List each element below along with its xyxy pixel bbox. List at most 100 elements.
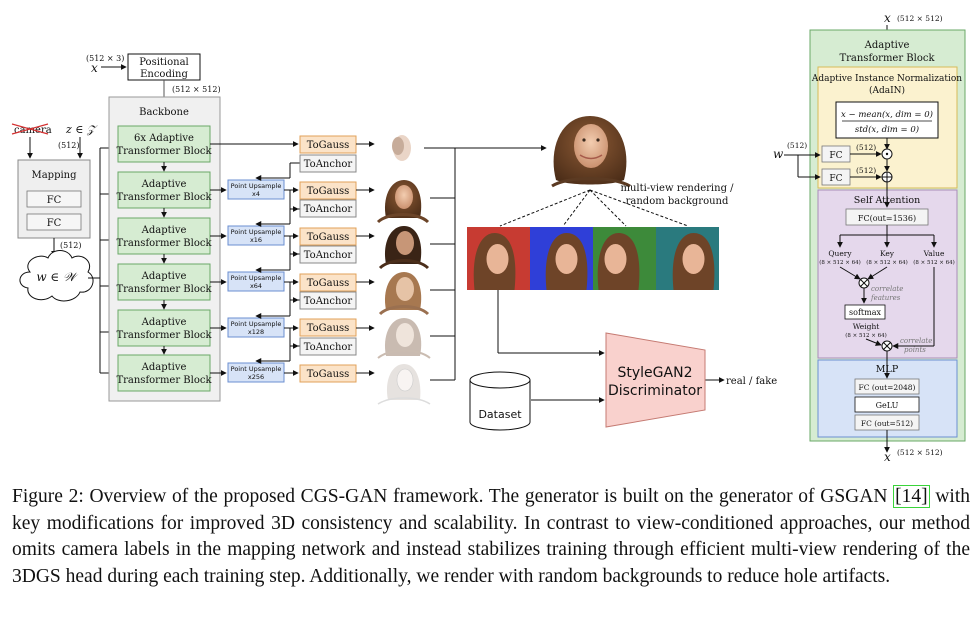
svg-text:x − mean(x, dim = 0): x − mean(x, dim = 0) (841, 109, 933, 120)
svg-text:Transformer Block: Transformer Block (116, 330, 212, 341)
x-dim: (512 × 3) (86, 54, 124, 63)
svg-text:(512): (512) (787, 141, 807, 150)
head-thumb-1 (392, 135, 411, 161)
render-caption-1: multi-view rendering / (620, 183, 734, 194)
head-thumbnails (376, 135, 431, 405)
caption-lead: Figure 2: Overview of the proposed CGS-G… (12, 486, 894, 507)
svg-text:(8 × 512 × 64): (8 × 512 × 64) (845, 332, 887, 339)
anchor-wiring (255, 162, 300, 376)
svg-text:features: features (870, 294, 901, 302)
svg-text:(8 × 512 × 64): (8 × 512 × 64) (866, 259, 908, 266)
head-thumb-3 (378, 226, 430, 270)
head-thumb-2 (376, 180, 430, 224)
point-upsample-column: Point Upsample x4 Point Upsample x16 Poi… (227, 179, 285, 383)
svg-text:(AdaIN): (AdaIN) (869, 85, 905, 96)
svg-text:Adaptive: Adaptive (864, 40, 910, 51)
svg-text:ToGauss: ToGauss (307, 186, 350, 197)
pos-enc-out-dim: (512 × 512) (172, 85, 221, 94)
head-thumb-5 (377, 318, 431, 359)
figure-caption: Figure 2: Overview of the proposed CGS-G… (12, 484, 970, 590)
svg-text:Transformer Block: Transformer Block (116, 375, 212, 386)
input-x: (512 × 3) x (86, 54, 127, 75)
view-render-4 (656, 227, 719, 290)
rendered-head-large (551, 116, 631, 188)
svg-text:correlate: correlate (900, 337, 932, 345)
svg-text:(512): (512) (856, 143, 876, 152)
svg-text:Adaptive: Adaptive (141, 179, 187, 190)
svg-text:std(x, dim = 0): std(x, dim = 0) (855, 124, 919, 135)
svg-text:ToGauss: ToGauss (307, 278, 350, 289)
svg-text:Adaptive: Adaptive (141, 225, 187, 236)
svg-text:Point Upsample: Point Upsample (231, 365, 282, 373)
svg-text:x: x (884, 11, 891, 25)
svg-text:ToAnchor: ToAnchor (304, 342, 353, 353)
mapping-fc-2: FC (47, 218, 62, 229)
render-caption-2: random background (626, 196, 729, 207)
svg-text:FC: FC (829, 151, 842, 161)
svg-text:FC (out=512): FC (out=512) (861, 419, 913, 428)
svg-text:ToAnchor: ToAnchor (304, 204, 353, 215)
to-anchor-label: ToAnchor (304, 159, 353, 170)
view-render-3 (593, 227, 656, 290)
svg-text:Transformer Block: Transformer Block (116, 192, 212, 203)
svg-text:x4: x4 (252, 190, 260, 198)
head-thumb-6 (377, 364, 431, 405)
svg-text:ToGauss: ToGauss (307, 232, 350, 243)
svg-text:Point Upsample: Point Upsample (231, 182, 282, 190)
svg-text:x: x (884, 450, 891, 464)
head-thumb-4 (378, 272, 430, 316)
dataset-cylinder: Dataset (469, 371, 531, 431)
svg-text:(8 × 512 × 64): (8 × 512 × 64) (913, 259, 955, 266)
collect-lines (424, 145, 547, 381)
svg-text:ToAnchor: ToAnchor (304, 250, 353, 261)
backbone: Backbone 6x Adaptive Transformer Block A… (108, 96, 221, 402)
svg-text:Adaptive: Adaptive (141, 271, 187, 282)
block-1-line-2: Transformer Block (116, 146, 212, 157)
framework-diagram: (512 × 3) x Positional Encoding (512 × 5… (11, 11, 966, 464)
svg-text:FC(out=1536): FC(out=1536) (858, 214, 916, 223)
svg-text:Key: Key (880, 249, 895, 258)
svg-text:w: w (773, 147, 784, 161)
svg-text:ToGauss: ToGauss (307, 369, 350, 380)
gauss-to-heads (356, 141, 375, 376)
svg-text:(512): (512) (58, 141, 80, 150)
svg-text:Adaptive: Adaptive (141, 362, 187, 373)
block-1-line-1: 6x Adaptive (134, 133, 194, 144)
svg-text:x128: x128 (248, 328, 264, 336)
svg-text:Encoding: Encoding (140, 69, 188, 80)
stylegan2-discriminator: StyleGAN2 Discriminator (605, 332, 706, 428)
svg-text:ToAnchor: ToAnchor (304, 296, 353, 307)
z-input: z ∈ 𝒵 (512) (58, 123, 98, 159)
views-to-discriminator (497, 290, 725, 403)
positional-encoding: Positional Encoding (512 × 512) (127, 53, 221, 125)
svg-text:x64: x64 (250, 282, 262, 290)
svg-text:StyleGAN2: StyleGAN2 (618, 365, 693, 381)
svg-text:camera: camera (14, 125, 52, 136)
w-label: w ∈ 𝒲 (36, 270, 79, 284)
svg-text:Transformer Block: Transformer Block (116, 284, 212, 295)
view-render-2 (530, 227, 593, 290)
backbone-title: Backbone (139, 107, 189, 118)
svg-text:Point Upsample: Point Upsample (231, 320, 282, 328)
svg-text:Weight: Weight (853, 322, 880, 331)
svg-text:FC (out=2048): FC (out=2048) (859, 383, 916, 392)
svg-text:(512 × 512): (512 × 512) (897, 14, 943, 23)
citation-ref-link[interactable]: [14] (893, 485, 930, 508)
svg-text:GeLU: GeLU (876, 401, 899, 410)
svg-text:(8 × 512 × 64): (8 × 512 × 64) (819, 259, 861, 266)
camera-input: camera (11, 123, 52, 159)
svg-text:Transformer Block: Transformer Block (839, 53, 935, 64)
multi-view-renders (467, 227, 719, 290)
svg-text:points: points (904, 346, 926, 354)
svg-text:Query: Query (828, 249, 852, 258)
mapping-title: Mapping (31, 170, 77, 181)
svg-text:Transformer Block: Transformer Block (116, 238, 212, 249)
x-label: x (91, 61, 98, 75)
svg-text:correlate: correlate (871, 285, 903, 293)
svg-text:z ∈ 𝒵: z ∈ 𝒵 (65, 123, 98, 136)
svg-text:softmax: softmax (849, 308, 881, 317)
svg-text:Value: Value (923, 249, 945, 258)
svg-text:Positional: Positional (139, 57, 189, 68)
dataset-label: Dataset (478, 408, 522, 421)
backbone-outputs (210, 141, 299, 376)
